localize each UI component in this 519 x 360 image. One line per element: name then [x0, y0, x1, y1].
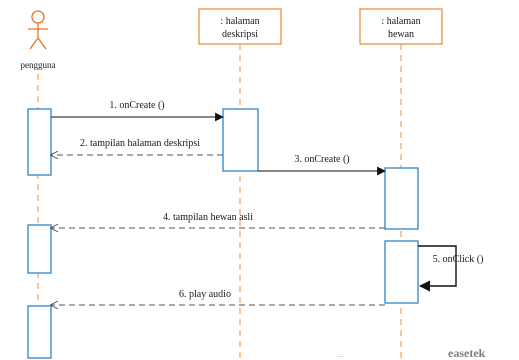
watermark-brand: easetek: [448, 346, 486, 360]
actor-pengguna: pengguna: [21, 10, 56, 70]
message-label: 1. onCreate (): [109, 100, 164, 111]
watermark: ... easetek: [338, 346, 486, 360]
message-5: 5. onClick (): [418, 245, 484, 292]
message-label: 5. onClick (): [433, 254, 484, 265]
message-6: 6. play audio: [51, 289, 385, 305]
message-label: 3. onCreate (): [294, 154, 349, 165]
object-halaman-hewan: : halaman hewan: [359, 8, 443, 45]
activation-bar: [384, 240, 419, 304]
watermark-prefix: ...: [338, 351, 344, 359]
stick-figure-icon: [28, 10, 48, 50]
activation-bar: [384, 167, 419, 230]
message-1: 1. onCreate (): [51, 100, 224, 122]
activation-bar: [222, 108, 259, 172]
actor-name: pengguna: [21, 60, 56, 70]
activation-bar: [27, 305, 52, 359]
message-3: 3. onCreate (): [258, 154, 386, 176]
object-halaman-deskripsi: : halaman deskripsi: [198, 8, 282, 45]
object-title-line1: : halaman: [381, 16, 420, 27]
message-label: 4. tampilan hewan asli: [163, 212, 253, 223]
message-label: 6. play audio: [179, 289, 231, 300]
object-title-line2: hewan: [388, 29, 414, 40]
message-label: 2. tampilan halaman deskripsi: [80, 138, 200, 149]
message-2: 2. tampilan halaman deskripsi: [51, 138, 223, 155]
object-title-line1: : halaman: [220, 16, 259, 27]
activation-bar: [27, 108, 52, 176]
activation-bar: [27, 224, 52, 274]
message-4: 4. tampilan hewan asli: [51, 212, 385, 228]
object-title-line2: deskripsi: [222, 29, 258, 40]
